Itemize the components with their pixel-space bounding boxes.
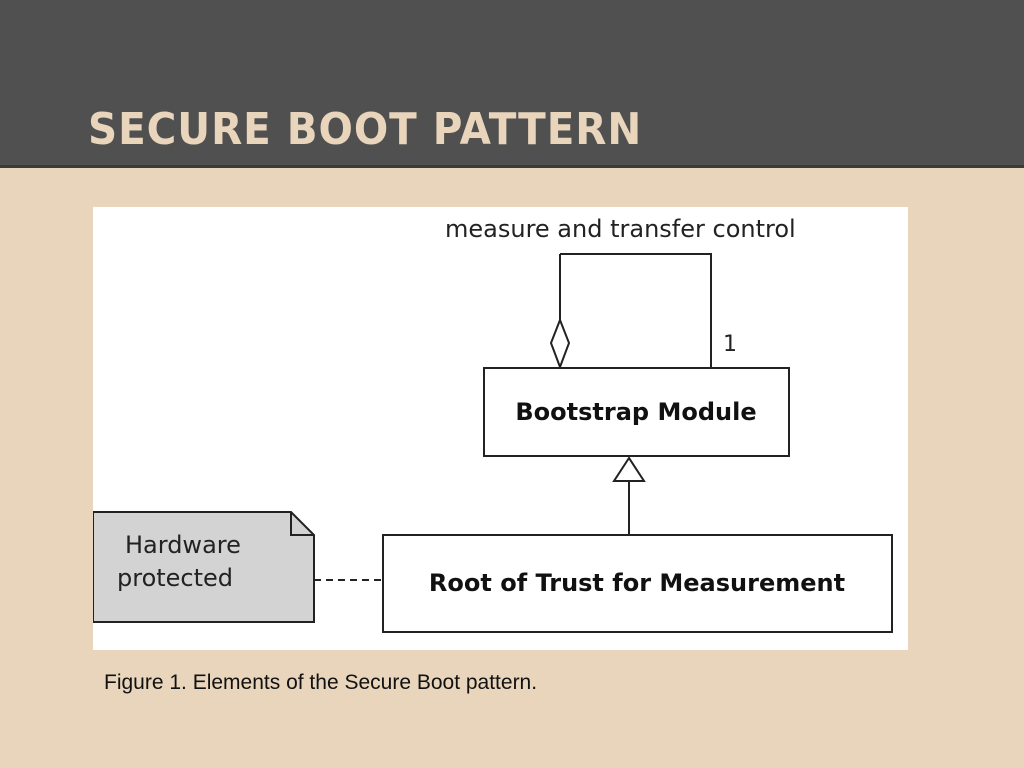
diagram-panel: measure and transfer control 1 Bootstrap… <box>93 207 908 650</box>
note-fold <box>290 512 314 536</box>
hardware-note <box>93 511 315 623</box>
note-line1: Hardware <box>125 531 241 559</box>
aggregation-diamond <box>549 317 571 370</box>
self-association-label: measure and transfer control <box>445 215 796 243</box>
figure-caption: Figure 1. Elements of the Secure Boot pa… <box>104 671 538 694</box>
slide-header: SECURE BOOT PATTERN <box>0 0 1024 168</box>
self-association-line <box>560 253 712 367</box>
bootstrap-module-box <box>483 367 790 457</box>
uml-diagram: measure and transfer control 1 Bootstrap… <box>93 215 893 633</box>
bootstrap-module-label: Bootstrap Module <box>515 398 756 426</box>
generalization-arrowhead <box>612 456 646 482</box>
slide-title: SECURE BOOT PATTERN <box>88 104 643 155</box>
note-line2: protected <box>117 564 233 592</box>
multiplicity-label: 1 <box>723 332 737 357</box>
root-of-trust-box <box>382 534 893 633</box>
root-of-trust-label: Root of Trust for Measurement <box>429 569 845 597</box>
